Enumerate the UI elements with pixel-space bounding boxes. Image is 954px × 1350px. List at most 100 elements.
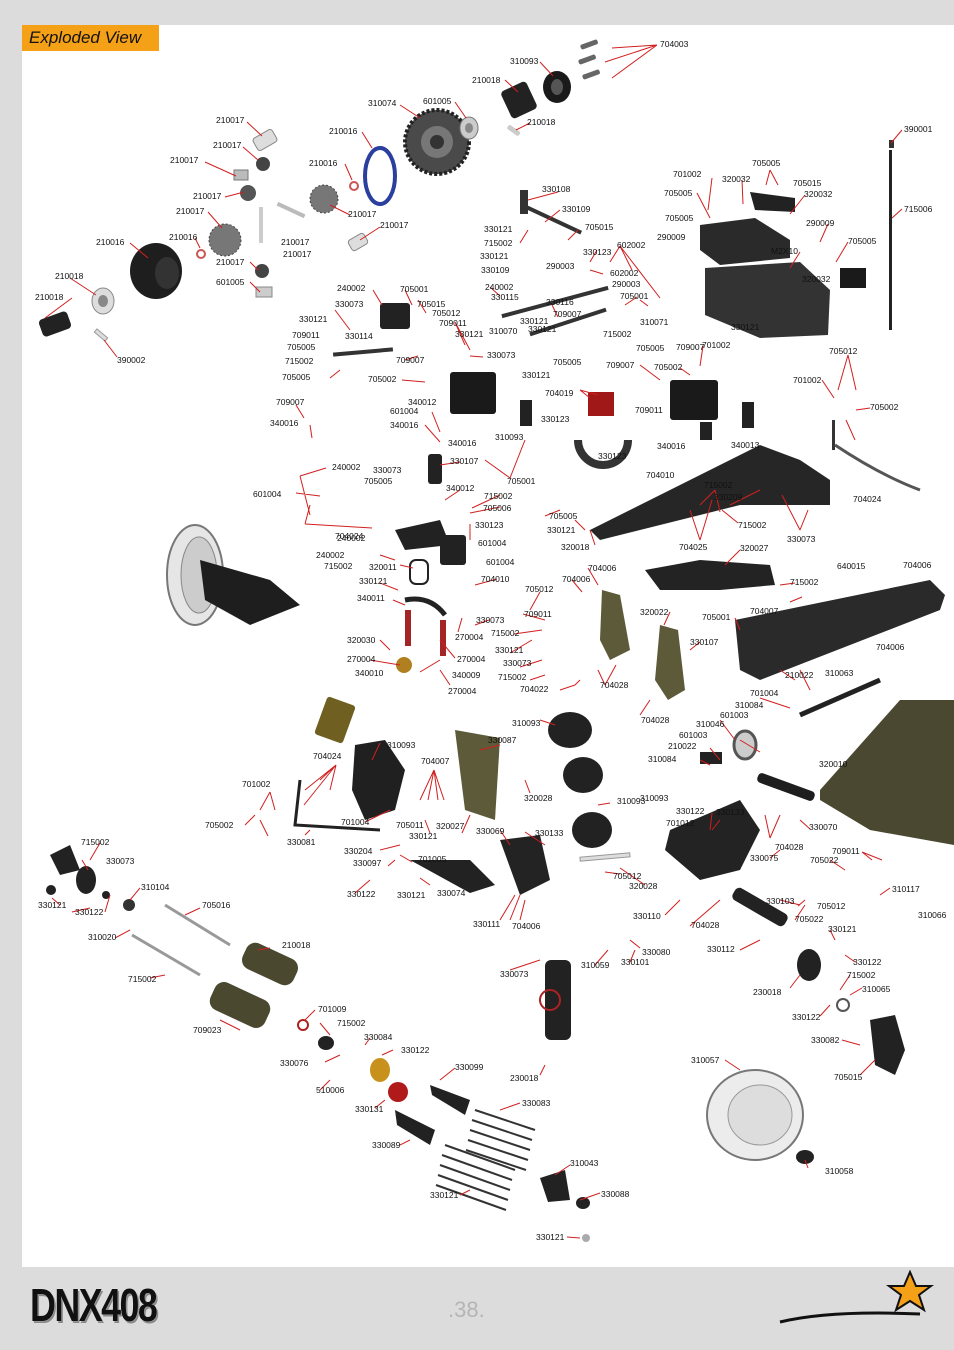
part-number-label: 705015	[834, 1072, 863, 1082]
part-number-label: 330108	[542, 184, 571, 194]
part-number-label: 715002	[324, 561, 353, 571]
brand-logo	[779, 1270, 934, 1324]
part-number-label: 310093	[512, 718, 541, 728]
part-number-label: 330121	[38, 900, 67, 910]
part-number-label: 705011	[396, 820, 424, 830]
part-number-label: 210017	[170, 155, 199, 165]
springs	[395, 1085, 590, 1242]
part-number-label: 330074	[437, 888, 466, 898]
part-number-label: 310084	[648, 754, 677, 764]
part-number-label: 715002	[484, 238, 513, 248]
part-number-label: 210017	[281, 237, 310, 247]
part-number-label: 210022	[668, 741, 697, 751]
part-number-label: 230018	[510, 1073, 539, 1083]
part-number-label: 390002	[117, 355, 146, 365]
shock-parts	[46, 845, 408, 1102]
part-number-label: 705001	[507, 476, 536, 486]
rear-diff	[548, 712, 631, 862]
part-number-label: 601004	[390, 406, 419, 416]
servos	[428, 372, 754, 484]
part-number-label: 709023	[193, 1025, 222, 1035]
part-number-label: 340009	[452, 670, 481, 680]
part-number-label: 704024	[313, 751, 342, 761]
part-number-label: 705005	[364, 476, 393, 486]
part-number-label: 705012	[613, 871, 642, 881]
part-number-label: 330107	[690, 637, 719, 647]
part-number-label: 330122	[792, 1012, 821, 1022]
part-number-label: 704006	[903, 560, 932, 570]
part-number-label: 705002	[205, 820, 234, 830]
part-number-label: 330131	[355, 1104, 384, 1114]
part-number-label: 330121	[480, 251, 509, 261]
part-number-label: 701005	[418, 854, 447, 864]
part-number-label: 320028	[629, 881, 658, 891]
radio-tray	[700, 140, 894, 338]
part-number-label: 310084	[735, 700, 764, 710]
part-number-label: 320032	[802, 274, 831, 284]
part-number-label: 240002	[337, 533, 366, 543]
part-number-label: 330081	[287, 837, 316, 847]
chassis-plate	[590, 420, 921, 540]
part-number-label: 601005	[216, 277, 245, 287]
part-number-label: 705005	[665, 213, 694, 223]
part-number-label: 709011	[635, 405, 663, 415]
part-number-label: 330110	[633, 911, 661, 921]
part-number-label: 704019	[545, 388, 574, 398]
part-number-label: 704003	[660, 39, 689, 49]
part-number-label: 210017	[283, 249, 312, 259]
part-number-label: 715002	[285, 356, 314, 366]
rear-wheel	[706, 998, 905, 1164]
part-number-label: 330073	[373, 465, 402, 475]
part-number-label: 705002	[368, 374, 397, 384]
part-number-label: 330122	[75, 907, 104, 917]
part-number-label: 704025	[679, 542, 708, 552]
part-number-label: 715002	[484, 491, 513, 501]
part-number-label: 715002	[498, 672, 527, 682]
part-number-label: 330080	[642, 947, 671, 957]
front-arm-assembly	[166, 520, 466, 673]
part-number-label: 709011	[439, 318, 467, 328]
part-number-label: 709011	[524, 609, 552, 619]
part-number-label: 330076	[280, 1058, 309, 1068]
part-number-label: 330121	[455, 329, 484, 339]
part-number-label: 601005	[423, 96, 452, 106]
part-number-label: 330073	[476, 615, 505, 625]
part-number-label: 320027	[740, 543, 769, 553]
part-number-label: 210017	[193, 191, 222, 201]
part-number-label: 715002	[491, 628, 520, 638]
part-number-label: 709011	[292, 330, 320, 340]
part-number-label: 330121	[495, 645, 524, 655]
part-number-label: 701009	[318, 1004, 347, 1014]
part-number-label: 330122	[401, 1045, 430, 1055]
part-number-label: 210016	[329, 126, 358, 136]
part-number-label: 210022	[785, 670, 814, 680]
part-number-label: 709007	[676, 342, 705, 352]
part-number-label: 320018	[561, 542, 590, 552]
section-title: Exploded View	[22, 25, 159, 51]
part-number-label: 210018	[472, 75, 501, 85]
part-number-label: 270004	[455, 632, 484, 642]
part-number-label: 310020	[88, 932, 117, 942]
part-number-label: 330121	[359, 576, 388, 586]
part-number-label: 701002	[242, 779, 271, 789]
part-number-label: 705015	[585, 222, 614, 232]
part-number-label: 704028	[775, 842, 804, 852]
part-number-label: 701004	[750, 688, 779, 698]
part-number-label: 701002	[793, 375, 822, 385]
part-number-label: 270004	[457, 654, 486, 664]
part-number-label: 705016	[202, 900, 231, 910]
part-number-label: 705022	[810, 855, 839, 865]
part-number-label: 705005	[553, 357, 582, 367]
part-number-label: M2X10	[771, 246, 798, 256]
part-number-label: 210017	[348, 209, 377, 219]
part-number-label: 330073	[335, 299, 364, 309]
part-number-label: 705012	[829, 346, 858, 356]
leader-lines	[44, 44, 903, 1239]
rear-arm-assembly	[293, 730, 760, 895]
part-number-label: 330116	[546, 297, 574, 307]
part-number-label: 330097	[353, 858, 382, 868]
part-number-label: 330121	[731, 322, 760, 332]
part-number-label: 270004	[347, 654, 376, 664]
part-number-label: 715002	[847, 970, 876, 980]
